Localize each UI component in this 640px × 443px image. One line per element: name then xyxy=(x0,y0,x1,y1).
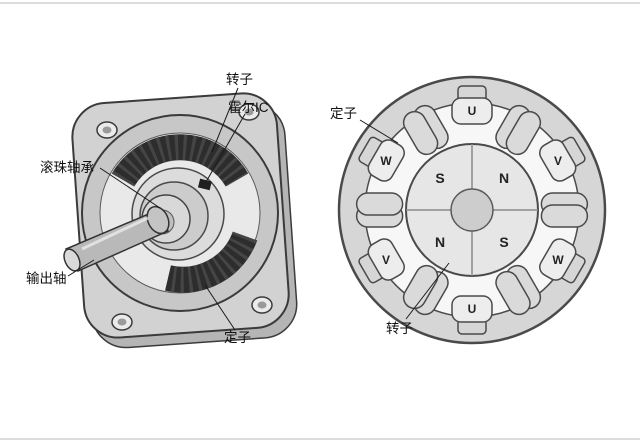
phase-letters: U V W U V W xyxy=(380,104,564,316)
rotor-pole-letters: S N N S xyxy=(435,170,509,250)
stator-windings xyxy=(111,134,258,293)
hall-ic-chip xyxy=(197,178,212,191)
stator-right-leader xyxy=(359,119,399,144)
rotor-label: 转子 xyxy=(226,72,253,87)
motor-cutaway-illustration: 转子 霍尔IC 滚珠轴承 输出轴 定子 xyxy=(26,72,298,349)
stator-poles xyxy=(355,85,589,335)
hall-ic-label: 霍尔IC xyxy=(228,100,269,115)
rotor-right-leader xyxy=(405,262,450,320)
phase-w-upper-left: W xyxy=(380,154,392,168)
output-shaft xyxy=(63,205,170,272)
pole-n-upper-right: N xyxy=(499,170,509,186)
stator-label: 定子 xyxy=(224,330,251,345)
pole-n-lower-left: N xyxy=(435,234,445,250)
pole-s-upper-left: S xyxy=(435,170,444,186)
rotor-right-label: 转子 xyxy=(386,321,413,336)
phase-u-top: U xyxy=(468,104,477,118)
bearing-leader xyxy=(99,167,161,209)
rotor-leader xyxy=(211,87,239,153)
shaft-leader xyxy=(67,259,95,277)
phase-v-lower-left: V xyxy=(382,253,390,267)
left-leader-lines xyxy=(67,87,246,331)
stator-right-label: 定子 xyxy=(330,106,357,121)
output-shaft-label: 输出轴 xyxy=(26,271,67,286)
phase-v-upper-right: V xyxy=(554,154,562,168)
motor-cross-section: U V W U V W S N N S 定子 转子 xyxy=(330,75,607,345)
ball-bearing-label: 滚珠轴承 xyxy=(40,159,94,175)
bottom-divider xyxy=(0,438,640,440)
rotor-shaft-center xyxy=(450,188,494,232)
stator-leader xyxy=(204,284,236,331)
hall-ic-leader xyxy=(205,113,246,183)
phase-w-lower-right: W xyxy=(552,253,564,267)
top-divider xyxy=(0,2,640,4)
phase-u-bottom: U xyxy=(468,302,477,316)
pole-s-lower-right: S xyxy=(499,234,508,250)
